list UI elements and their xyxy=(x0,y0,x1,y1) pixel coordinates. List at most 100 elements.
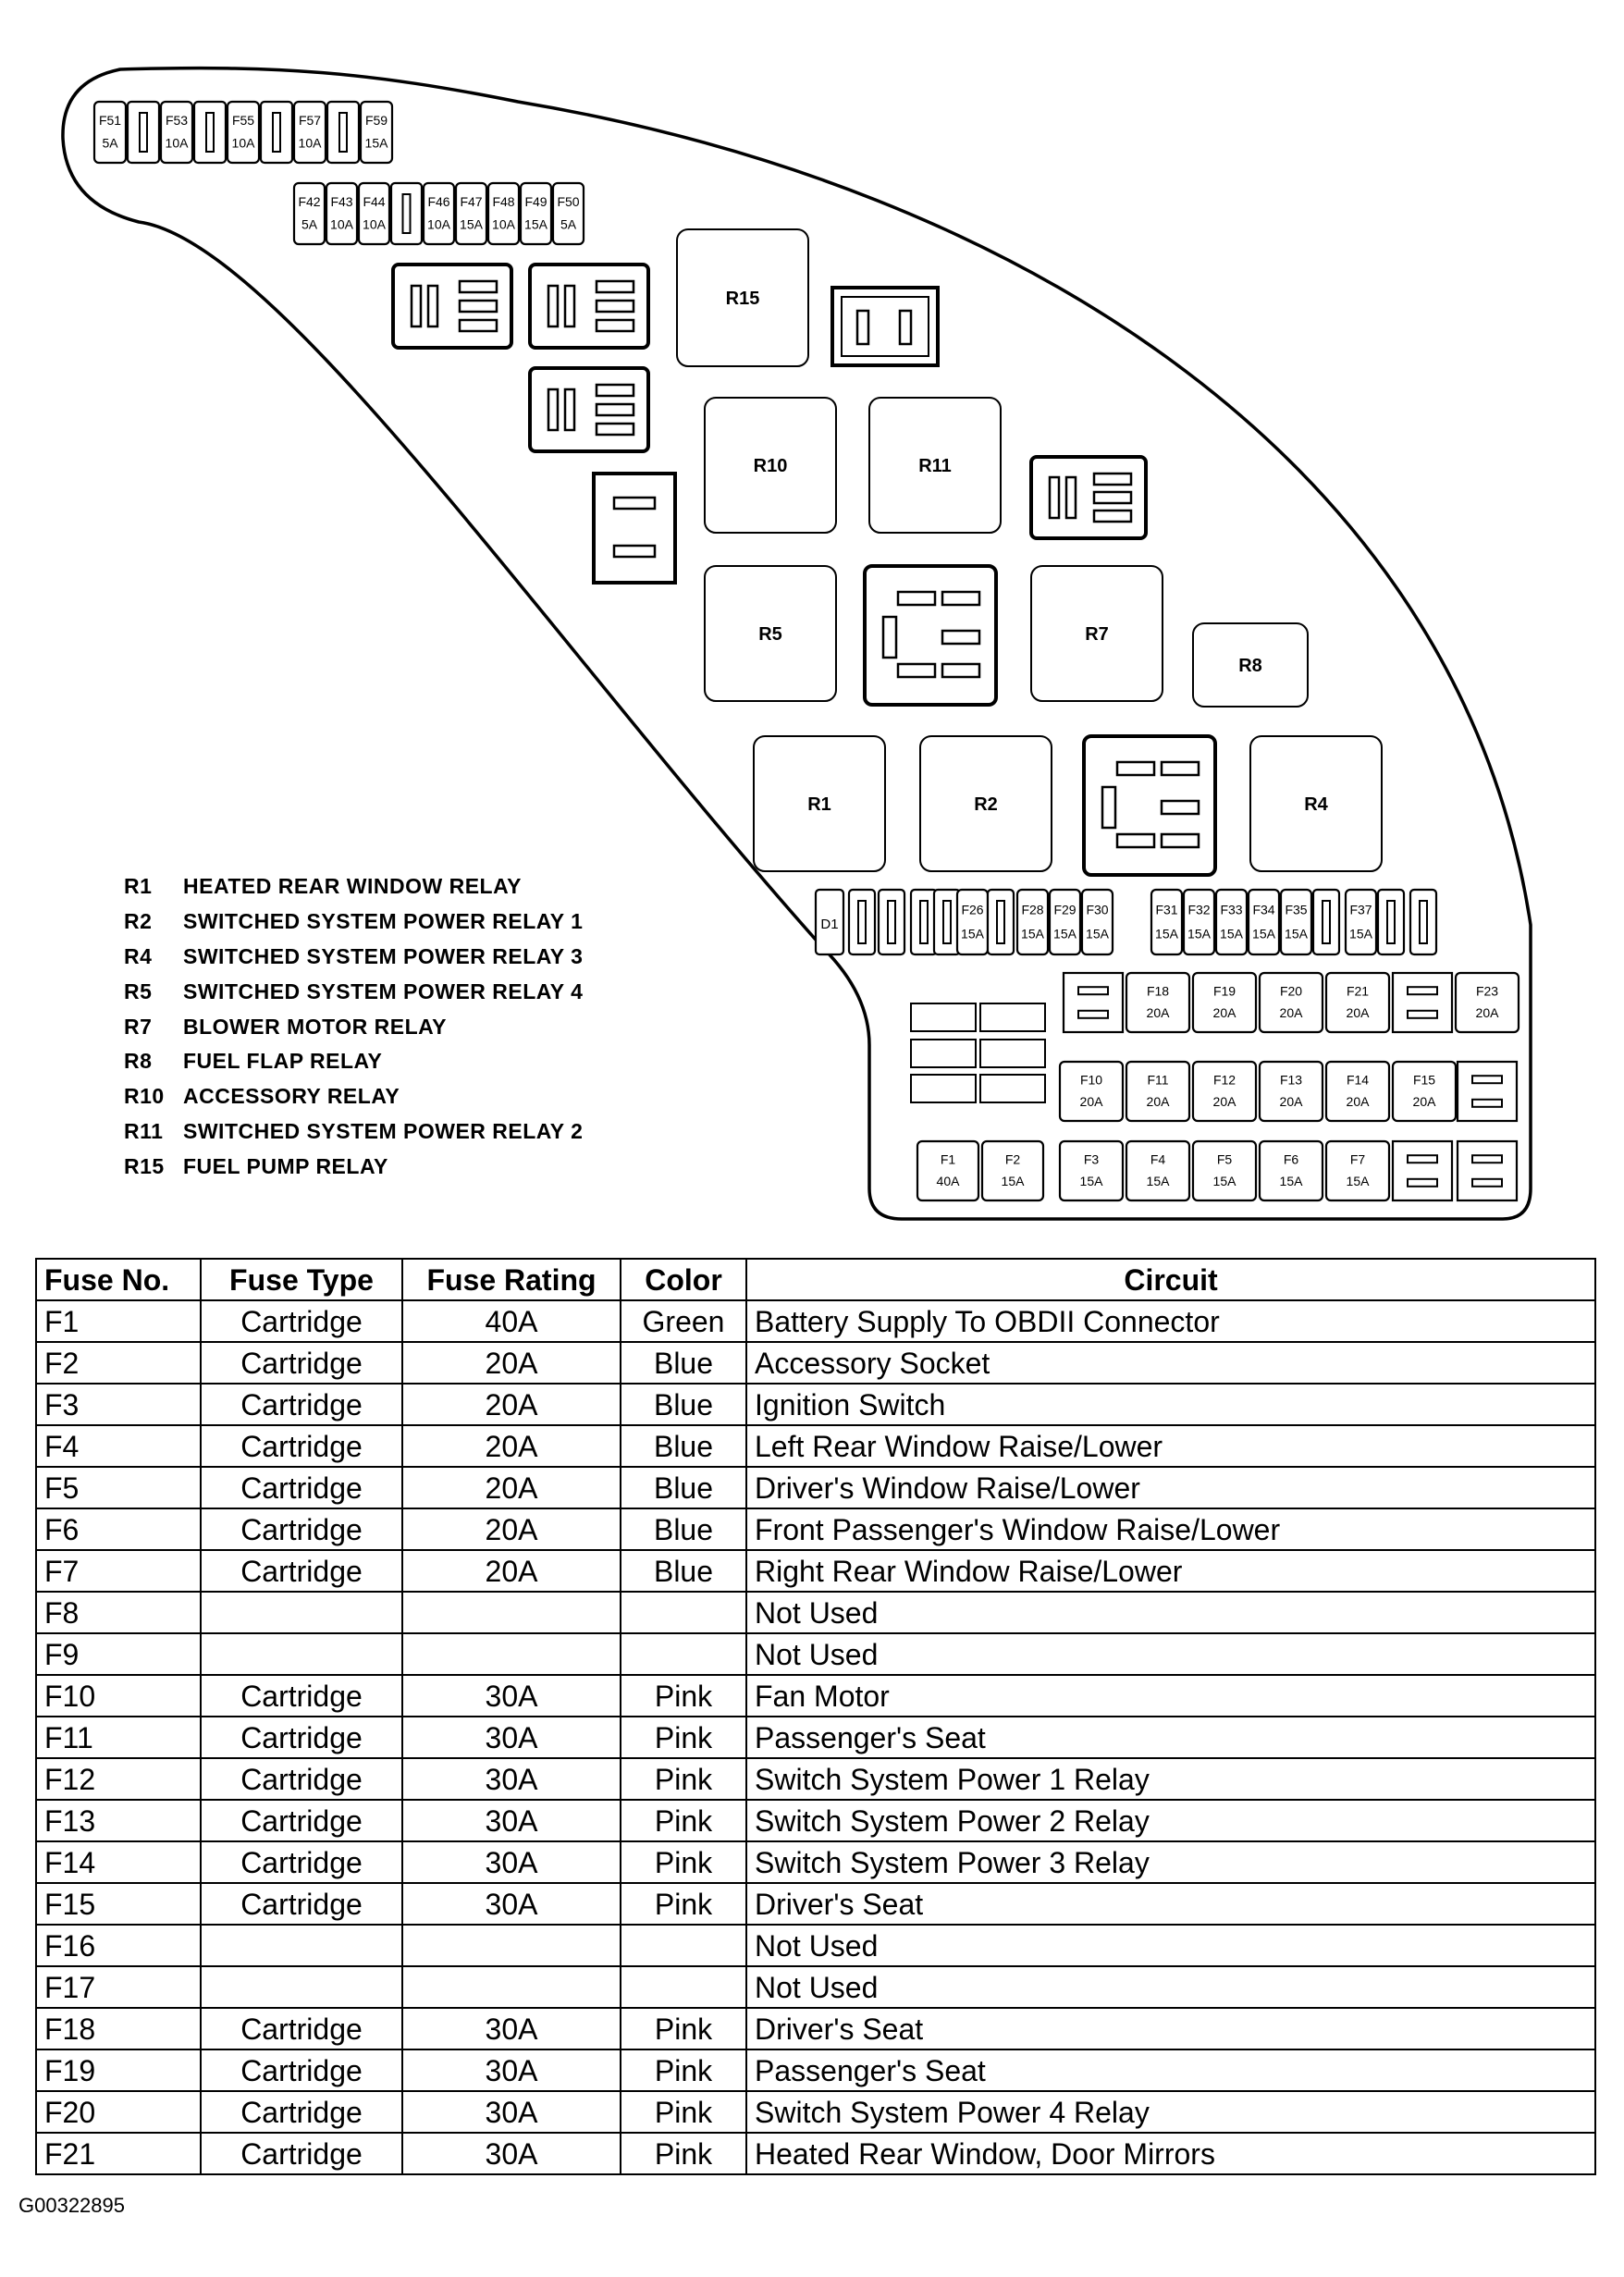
fuse-id-label: F55 xyxy=(232,113,254,128)
fuse-no-cell: F20 xyxy=(35,2090,202,2134)
color-cell: Blue xyxy=(620,1549,747,1593)
relay-r1: R1 xyxy=(753,735,886,872)
fuse-id-label: F35 xyxy=(1285,903,1307,917)
fuse-rating-cell: 30A xyxy=(401,1882,621,1926)
fuse-rating-label: 15A xyxy=(1213,1174,1237,1188)
color-cell: Pink xyxy=(620,2132,747,2175)
fuse-rating-cell: 40A xyxy=(401,1299,621,1343)
fuse-body xyxy=(454,181,488,246)
fuse-rating-cell: 20A xyxy=(401,1508,621,1551)
empty-fuse-slot xyxy=(1311,888,1341,956)
legend-relay-name: SWITCHED SYSTEM POWER RELAY 4 xyxy=(183,978,584,1003)
color-cell: Green xyxy=(620,1299,747,1343)
fuse-body xyxy=(1015,888,1050,956)
fuse-id-label: F32 xyxy=(1187,903,1210,917)
color-cell: Pink xyxy=(620,1799,747,1842)
fuse-rating-cell: 20A xyxy=(401,1549,621,1593)
spare-fuse-slot xyxy=(1456,1060,1519,1123)
empty-fuse-slot xyxy=(986,888,1015,956)
fuse-rating-cell: 30A xyxy=(401,2007,621,2050)
fuse-type-cell xyxy=(200,1924,403,1967)
fuse-id-label: F33 xyxy=(1220,903,1242,917)
fuse-rating-label: 20A xyxy=(1213,1005,1237,1020)
fuse-rating-label: 15A xyxy=(1252,927,1276,942)
color-cell: Blue xyxy=(620,1424,747,1468)
circuit-cell: Not Used xyxy=(745,1632,1596,1676)
connector-cavity xyxy=(910,1074,977,1103)
fuse-body xyxy=(1258,971,1324,1034)
relay-socket xyxy=(592,472,677,585)
legend-relay-name: SWITCHED SYSTEM POWER RELAY 2 xyxy=(183,1118,584,1143)
circuit-cell: Front Passenger's Window Raise/Lower xyxy=(745,1508,1596,1551)
fuse-no-cell: F18 xyxy=(35,2007,202,2050)
circuit-cell: Ignition Switch xyxy=(745,1383,1596,1426)
legend-relay-name: FUEL PUMP RELAY xyxy=(183,1153,388,1178)
fuse-box-outline xyxy=(61,66,1532,1221)
relay-socket xyxy=(391,263,513,350)
circuit-cell: Heated Rear Window, Door Mirrors xyxy=(745,2132,1596,2175)
fuse-rating-label: 15A xyxy=(1021,927,1045,942)
color-cell: Pink xyxy=(620,2090,747,2134)
fuse-body xyxy=(1279,888,1313,956)
fuse-body xyxy=(1150,888,1184,956)
fuse-id-label: F50 xyxy=(557,194,579,209)
fuse-rating-label: 40A xyxy=(937,1174,961,1188)
fuse-rating-cell: 30A xyxy=(401,2132,621,2175)
fuse-id-label: F10 xyxy=(1080,1072,1102,1087)
fuse-rating-label: 15A xyxy=(1280,1174,1304,1188)
fuse-rating-label: 15A xyxy=(460,217,484,232)
fuse-body xyxy=(292,100,327,165)
fuse-rating-label: 20A xyxy=(1280,1005,1304,1020)
fuse-id-label: F20 xyxy=(1280,983,1302,998)
relay-label: R11 xyxy=(918,456,952,476)
color-cell xyxy=(620,1632,747,1676)
fuse-body xyxy=(1258,1060,1324,1123)
fuse-body xyxy=(1182,888,1216,956)
fuse-no-cell: F7 xyxy=(35,1549,202,1593)
fuse-rating-label: 15A xyxy=(1285,927,1309,942)
fuse-body xyxy=(1324,1060,1391,1123)
fuse-body xyxy=(551,181,585,246)
fuse-body xyxy=(1391,1060,1458,1123)
fuse-rating-label: 20A xyxy=(1347,1005,1371,1020)
fuse-rating-cell: 30A xyxy=(401,1840,621,1884)
empty-fuse-slot xyxy=(259,100,294,165)
fuse-no-cell: F3 xyxy=(35,1383,202,1426)
legend-relay-name: SWITCHED SYSTEM POWER RELAY 3 xyxy=(183,943,584,968)
fuse-no-cell: F5 xyxy=(35,1466,202,1509)
fuse-id-label: F11 xyxy=(1147,1072,1168,1087)
color-cell: Pink xyxy=(620,1674,747,1717)
fuse-rating-cell: 30A xyxy=(401,1716,621,1759)
fuse-type-cell: Cartridge xyxy=(200,2132,403,2175)
fuse-rating-label: 20A xyxy=(1213,1094,1237,1109)
empty-fuse-slot xyxy=(126,100,161,165)
legend-relay-id: R5 xyxy=(124,978,153,1003)
empty-fuse-slot xyxy=(847,888,877,956)
fuse-rating-label: 20A xyxy=(1347,1094,1371,1109)
fuse-body xyxy=(1125,1060,1191,1123)
fuse-rating-label: 20A xyxy=(1147,1094,1171,1109)
fuse-rating-label: 10A xyxy=(427,217,451,232)
fuse-body xyxy=(357,181,391,246)
fuse-id-label: F14 xyxy=(1347,1072,1369,1087)
fuse-type-cell: Cartridge xyxy=(200,1716,403,1759)
fuse-id-label: F31 xyxy=(1155,903,1177,917)
